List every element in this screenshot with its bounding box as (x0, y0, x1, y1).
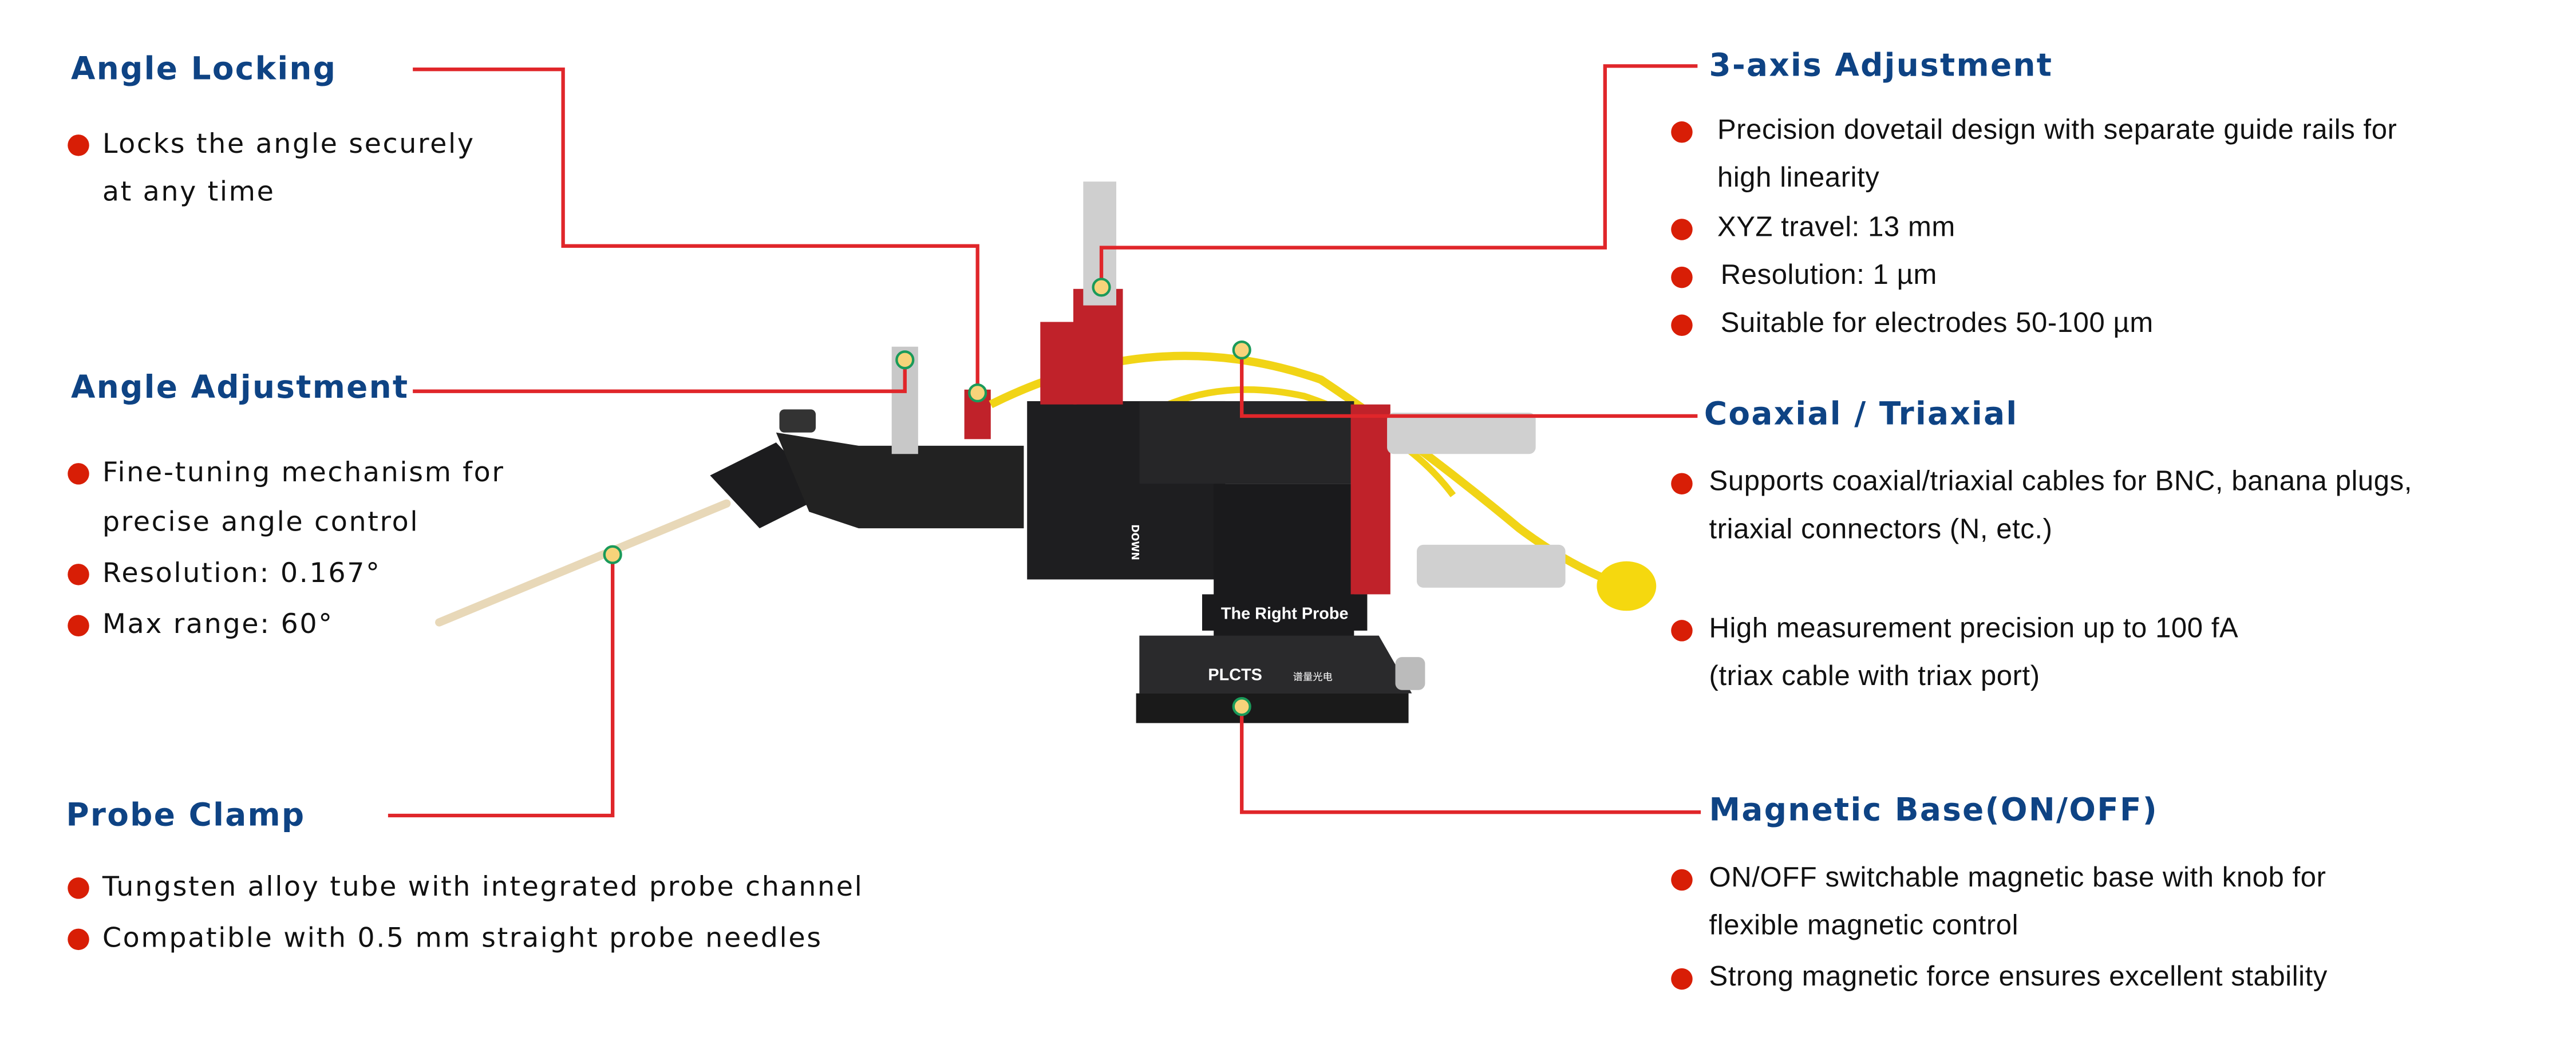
bullet-text: precise angle control (102, 506, 420, 537)
bullet-icon (1671, 219, 1693, 240)
bullet-icon (1671, 869, 1693, 891)
bullet-text: at any time (102, 176, 275, 208)
callout-markers (603, 278, 1251, 717)
bullet-icon (68, 615, 89, 637)
probe-clamp-arm (710, 346, 1024, 529)
label-the-right-probe: The Right Probe (1221, 605, 1349, 623)
probe-tube (435, 499, 731, 627)
leader-lines (388, 64, 1701, 818)
bullet-icon (68, 877, 89, 899)
down-label: DOWN (1128, 524, 1140, 560)
bullet-text: Max range: 60° (102, 608, 334, 640)
section-title: Angle Locking (71, 51, 337, 88)
bullet-icon (1671, 620, 1693, 642)
bullet-text: (triax cable with triax port) (1709, 660, 2040, 692)
bullet-text: Precision dovetail design with separate … (1717, 114, 2397, 145)
bullet-text: High measurement precision up to 100 fA (1709, 612, 2239, 644)
bullet-icon (68, 463, 89, 485)
z-bracket (1073, 288, 1123, 405)
xyz-stage (1027, 181, 1657, 666)
bullet-text: ON/OFF switchable magnetic base with kno… (1709, 861, 2326, 893)
label-plate (1202, 594, 1368, 631)
bullet-text: Supports coaxial/triaxial cables for BNC… (1709, 465, 2412, 497)
magnetic-base: PLCTS 谱量光电 (1136, 635, 1425, 723)
marker-icon (895, 350, 915, 370)
bullet-icon (1671, 314, 1693, 337)
bullet-text: flexible magnetic control (1709, 909, 2019, 941)
clamp-knob (779, 409, 816, 433)
section-title: Probe Clamp (66, 797, 306, 834)
y-micrometer (1416, 544, 1566, 588)
bullet-text: Suitable for electrodes 50-100 µm (1720, 307, 2154, 339)
triax-connector (1597, 561, 1657, 611)
magnetic-knob (1395, 657, 1425, 690)
bullet-text: Resolution: 0.167° (102, 557, 381, 589)
marker-icon (1232, 340, 1251, 360)
bullet-icon (68, 134, 89, 156)
bullet-text: Resolution: 1 µm (1720, 259, 1937, 291)
bullet-icon (1671, 121, 1693, 143)
leader-angle-adjustment (413, 359, 907, 393)
bullet-icon (68, 928, 89, 951)
marker-icon (968, 383, 987, 403)
bullet-text: Fine-tuning mechanism for (102, 456, 505, 488)
bullet-icon (1671, 266, 1693, 288)
bullet-icon (68, 564, 89, 585)
marker-icon (603, 545, 622, 564)
leader-probe-clamp (388, 555, 615, 818)
bullet-text: Tungsten alloy tube with integrated prob… (102, 870, 864, 903)
leader-3-axis (1099, 64, 1698, 287)
leader-magnetic (1240, 706, 1701, 814)
leader-angle-locking (413, 67, 979, 393)
leader-coaxial (1240, 350, 1698, 418)
section-title: Angle Adjustment (71, 370, 409, 406)
marker-icon (1092, 278, 1111, 297)
bullet-text: XYZ travel: 13 mm (1717, 211, 1955, 243)
bullet-icon (1671, 473, 1693, 494)
bullet-text: Compatible with 0.5 mm straight probe ne… (102, 922, 823, 953)
bullet-icon (1671, 968, 1693, 990)
x-bracket (1350, 404, 1390, 595)
section-title: Magnetic Base(ON/OFF) (1709, 792, 2159, 829)
bullet-text: Strong magnetic force ensures excellent … (1709, 960, 2328, 992)
section-title: Coaxial / Triaxial (1704, 396, 2018, 433)
marker-icon (1232, 697, 1251, 717)
bullet-text: triaxial connectors (N, etc.) (1709, 513, 2053, 545)
label-plcts: PLCTS (1208, 666, 1262, 684)
x-micrometer (1387, 413, 1536, 454)
bullet-text: high linearity (1717, 161, 1880, 193)
section-title: 3-axis Adjustment (1709, 48, 2053, 85)
bullet-text: Locks the angle securely (102, 128, 475, 160)
label-plcts-cn: 谱量光电 (1293, 671, 1333, 683)
